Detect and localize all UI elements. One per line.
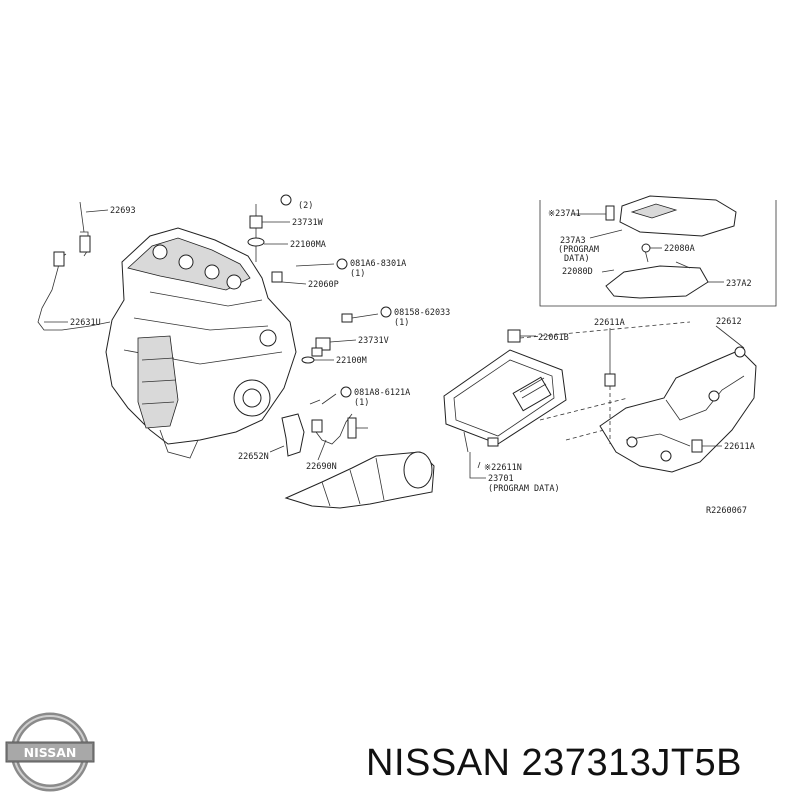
leader-081a6-8301a: [295, 263, 335, 267]
label-22080a: 22080A: [664, 244, 695, 254]
bolt-22611a-top: [604, 328, 616, 444]
leader-23701: [469, 452, 486, 479]
label-22611a-top: 22611A: [594, 318, 625, 328]
bolt-22611a-right: [691, 439, 722, 453]
label-23701: 23701: [488, 474, 514, 484]
ecm-unit-drawing: [443, 329, 567, 453]
label-22612: 22612: [716, 317, 742, 327]
ecm-dashed-guide-a: [519, 321, 691, 339]
label-22080d: 22080D: [562, 267, 593, 277]
bolt-marker-08158: [380, 306, 392, 318]
label-08158-62033-qty: (1): [394, 318, 409, 328]
label-23701-note: (PROGRAM DATA): [488, 484, 560, 494]
label-22611n: ※22611N: [484, 463, 522, 473]
part-number-title: NISSAN 237313JT5B: [366, 742, 743, 784]
label-237a1: ※237A1: [548, 209, 581, 219]
label-22061b: 22061B: [538, 333, 569, 343]
label-237a3-note-1: (PROGRAM: [558, 245, 599, 255]
leader-22690n: [317, 439, 327, 461]
svg-text:NISSAN: NISSAN: [24, 745, 77, 760]
label-081a8-6121a: 081A8-6121A: [354, 388, 410, 398]
label-237a3-note-2: DATA): [564, 254, 590, 264]
label-22611a-right: 22611A: [724, 442, 755, 452]
label-23731w: 23731W: [292, 218, 324, 228]
label-08158-62033: 08158-62033: [394, 308, 450, 318]
label-081a6-8301a: 081A6-8301A: [350, 259, 406, 269]
label-081a8-6121a-qty: (1): [354, 398, 369, 408]
leader-22060p: [281, 281, 307, 285]
camshaft-sensor-23731w: [247, 204, 283, 283]
label-2-qty: (2): [298, 201, 313, 211]
leader-22693: [85, 209, 109, 213]
label-22690n: 22690N: [306, 462, 337, 472]
label-237a2: 237A2: [726, 279, 752, 289]
label-22631u: 22631U: [70, 318, 101, 328]
label-23731v: 23731V: [358, 336, 389, 346]
leader-081a8-6121a: [321, 393, 337, 405]
bolt-marker-top: [280, 194, 292, 206]
camshaft-sensor-23731v: [301, 313, 353, 364]
bolt-marker-081a6: [336, 258, 348, 270]
label-22060p: 22060P: [308, 280, 339, 290]
inset-ecm-bracket-box: [539, 195, 777, 307]
label-081a6-8301a-qty: (1): [350, 269, 365, 279]
leader-22652n: [269, 445, 285, 453]
label-237a3: 237A3: [560, 236, 586, 246]
leader-22612: [715, 325, 745, 349]
ecm-dashed-guide-b: [539, 397, 629, 421]
oxygen-sensor-22690n: [281, 399, 368, 457]
engine-assembly-drawing: [105, 227, 297, 459]
leader-23731v: [329, 339, 357, 343]
label-22652n: 22652N: [238, 452, 269, 462]
leader-08158-62033: [351, 313, 379, 319]
drawing-reference: R2260067: [706, 506, 747, 516]
exhaust-pipe-drawing: [284, 451, 435, 509]
label-22693: 22693: [110, 206, 136, 216]
leader-237a3: [589, 229, 623, 239]
leader-22080d: [601, 269, 615, 273]
bolt-marker-081a8: [340, 386, 352, 398]
oxygen-sensor-22631u: [37, 201, 111, 331]
ecm-bracket-22612: [599, 346, 757, 473]
leader-22611n: [477, 461, 481, 469]
label-22100ma: 22100MA: [290, 240, 326, 250]
label-22100m: 22100M: [336, 356, 367, 366]
nissan-logo: NISSAN: [5, 712, 95, 792]
